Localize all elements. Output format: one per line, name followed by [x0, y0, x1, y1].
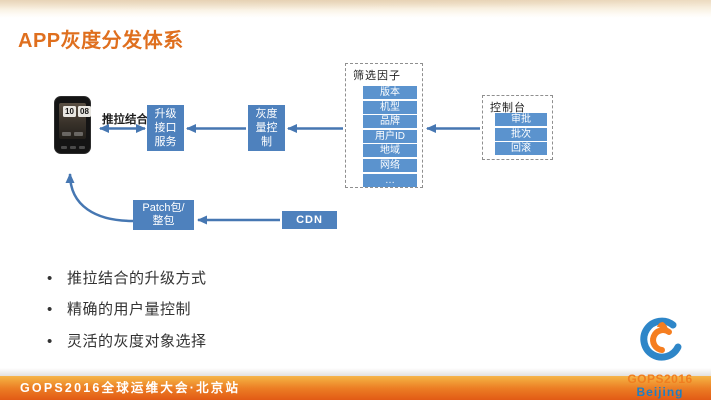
cdn-box: CDN: [282, 211, 337, 229]
phone-key: [69, 146, 76, 149]
bullet-dot: •: [47, 301, 53, 318]
console-item-rollback: 回滚: [495, 142, 547, 156]
upgrade-interface-service-box: 升级接口服务: [147, 105, 184, 151]
footer-bar: GOPS2016全球运维大会·北京站: [0, 376, 711, 400]
filter-item-userid: 用户ID: [363, 129, 417, 143]
phone-screen: 10 08: [59, 103, 91, 139]
patch-package-box: Patch包/ 整包: [133, 200, 194, 230]
clock-hour-tile: 10: [63, 106, 76, 117]
filter-factors-panel: 筛选因子 版本 机型 品牌 用户ID 地域 网络 …: [345, 63, 423, 188]
footer-shadow: [0, 368, 711, 376]
page-title: APP灰度分发体系: [18, 30, 184, 52]
patch-box-line1: Patch包/: [142, 202, 185, 214]
console-item-approve: 审批: [495, 113, 547, 126]
patch-box-line2: 整包: [152, 215, 175, 227]
logo-text-gops2016: GOPS2016: [627, 372, 693, 386]
filter-item-region: 地域: [363, 144, 417, 158]
gops-logo: GOPS2016 Beijing: [627, 314, 692, 400]
filter-item-network: 网络: [363, 158, 417, 172]
filter-item-model: 机型: [363, 100, 417, 114]
bullet-text: 精确的用户量控制: [67, 301, 192, 318]
filter-panel-items: 版本 机型 品牌 用户ID 地域 网络 …: [363, 86, 417, 188]
filter-item-version: 版本: [363, 86, 417, 99]
arrow-patch-to-phone-curve: [65, 173, 134, 223]
push-pull-label: 推拉结合: [102, 114, 148, 126]
bullet-item: • 精确的用户量控制: [47, 301, 191, 319]
console-panel-items: 审批 批次 回滚: [495, 113, 547, 157]
bullet-item: • 推拉结合的升级方式: [47, 270, 207, 288]
phone-dock-bar: [62, 132, 71, 136]
filter-item-brand: 品牌: [363, 115, 417, 129]
bullet-text: 灵活的灰度对象选择: [67, 333, 207, 350]
logo-text-beijing: Beijing: [636, 385, 684, 399]
bullet-text: 推拉结合的升级方式: [67, 270, 207, 287]
bullet-dot: •: [47, 333, 53, 350]
clock-minute-tile: 08: [78, 106, 91, 117]
filter-item-more: …: [363, 173, 417, 187]
bullet-item: • 灵活的灰度对象选择: [47, 333, 207, 351]
phone-key: [60, 146, 67, 149]
phone-dock-bar: [74, 132, 83, 136]
gray-volume-control-box: 灰度量控制: [248, 105, 285, 151]
smartphone-icon: 10 08: [54, 96, 91, 154]
gops-swirl-icon: [640, 317, 682, 361]
console-item-batch: 批次: [495, 127, 547, 141]
filter-panel-title: 筛选因子: [353, 70, 401, 82]
console-panel: 控制台 审批 批次 回滚: [482, 95, 553, 160]
bullet-dot: •: [47, 270, 53, 287]
console-panel-title: 控制台: [490, 102, 526, 114]
decorative-top-wave: [0, 0, 711, 18]
footer-conference-text: GOPS2016全球运维大会·北京站: [20, 381, 241, 395]
phone-key: [78, 146, 85, 149]
phone-buttons: [55, 146, 90, 149]
